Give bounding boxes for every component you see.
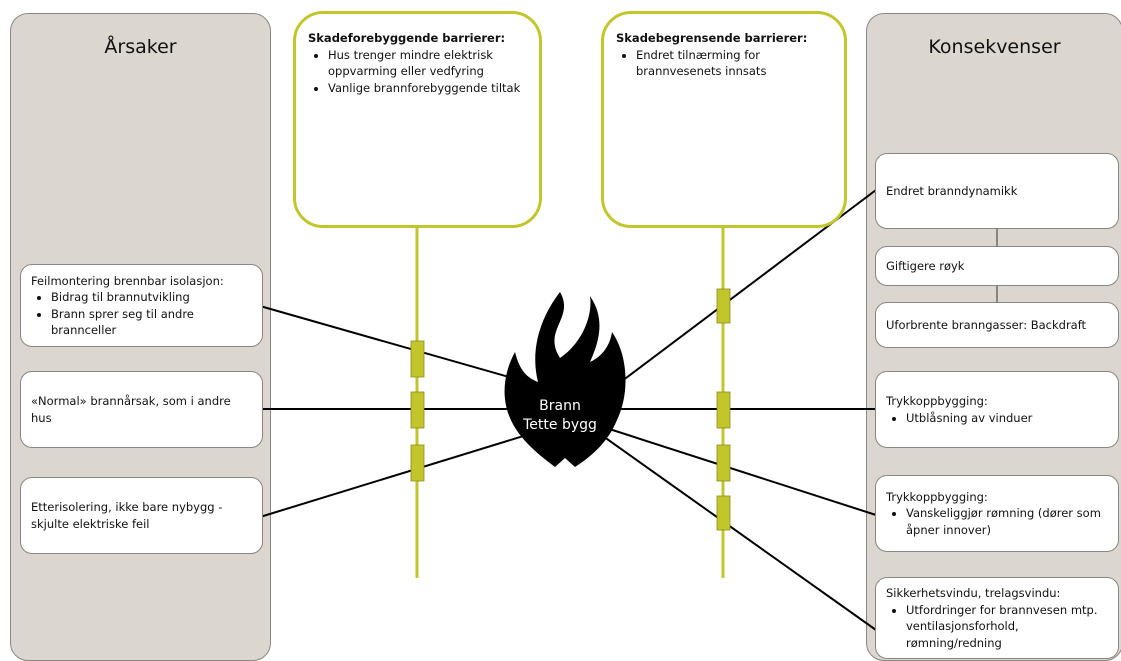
cause-bullet: Bidrag til brannutvikling xyxy=(51,289,252,306)
preventive-barrier-box: Skadeforebyggende barrierer: Hus trenger… xyxy=(293,11,542,228)
mitigating-barrier-title: Skadebegrensende barrierer xyxy=(616,31,803,45)
preventive-barrier-item: Hus trenger mindre elektrisk oppvarming … xyxy=(328,47,525,80)
consequence-box-2: Giftigere røyk xyxy=(875,246,1119,286)
top-event-line2: Tette bygg xyxy=(523,417,597,433)
mitigating-barrier-box: Skadebegrensende barrierer: Endret tilnæ… xyxy=(601,11,847,228)
top-event-line1: Brann xyxy=(539,398,581,414)
consequence-line-3 xyxy=(599,425,877,516)
consequence-lead: Sikkerhetsvindu, trelagsvindu: xyxy=(886,586,1061,600)
cause-lead: Etterisolering, ikke bare nybygg -skjult… xyxy=(31,500,223,531)
cause-box-3: Etterisolering, ikke bare nybygg -skjult… xyxy=(20,477,263,554)
cause-lead: Feilmontering brennbar isolasjon: xyxy=(31,273,224,288)
preventive-barrier-item: Vanlige brannforebyggende tiltak xyxy=(328,80,525,97)
cause-line-3 xyxy=(259,433,531,518)
barrier-block xyxy=(716,288,731,324)
mitigating-barrier-item: Endret tilnærming for brannvesenets inns… xyxy=(636,47,830,80)
barrier-block xyxy=(716,495,731,531)
fire-icon xyxy=(504,292,626,467)
barrier-block xyxy=(410,444,425,482)
consequence-lead: Endret branndynamikk xyxy=(886,183,1018,198)
preventive-barrier-list: Hus trenger mindre elektrisk oppvarming … xyxy=(308,47,525,97)
cause-bullets: Bidrag til brannutvikling Brann sprer se… xyxy=(31,289,252,339)
consequence-bullets: Utfordringer for brannvesen mtp. ventila… xyxy=(886,602,1108,652)
barrier-block xyxy=(716,444,731,482)
mitigating-barrier-list: Endret tilnærming for brannvesenets inns… xyxy=(616,47,830,80)
consequence-box-3: Uforbrente branngasser: Backdraft xyxy=(875,302,1119,348)
cause-line-1 xyxy=(259,305,531,384)
consequence-box-4: Trykkoppbygging: Utblåsning av vinduer xyxy=(875,371,1119,448)
cause-box-1: Feilmontering brennbar isolasjon: Bidrag… xyxy=(20,264,263,347)
causes-title: Årsaker xyxy=(104,36,177,58)
consequence-lead: Giftigere røyk xyxy=(886,258,965,273)
consequence-lead: Trykkoppbygging: xyxy=(886,394,988,408)
consequence-bullet: Utfordringer for brannvesen mtp. ventila… xyxy=(906,602,1108,652)
barrier-block xyxy=(410,391,425,429)
consequence-bullet: Vanskeliggjør rømning (dører som åpner i… xyxy=(906,505,1108,538)
consequence-box-5: Trykkoppbygging: Vanskeliggjør rømning (… xyxy=(875,475,1119,552)
consequence-bullets: Utblåsning av vinduer xyxy=(886,410,1108,427)
consequence-bullet: Utblåsning av vinduer xyxy=(906,410,1108,427)
consequence-box-6: Sikkerhetsvindu, trelagsvindu: Utfordrin… xyxy=(875,577,1119,659)
barrier-block xyxy=(716,391,731,429)
consequence-line-4 xyxy=(599,433,877,631)
consequence-bullets: Vanskeliggjør rømning (dører som åpner i… xyxy=(886,505,1108,538)
cause-bullet: Brann sprer seg til andre brannceller xyxy=(51,306,252,339)
preventive-barrier-title: Skadeforebyggende barrierer xyxy=(308,31,501,45)
consequence-lead: Uforbrente branngasser: Backdraft xyxy=(886,317,1087,332)
barrier-block xyxy=(410,340,425,378)
consequences-title: Konsekvenser xyxy=(928,36,1061,58)
top-event-label: Brann Tette bygg xyxy=(520,397,600,435)
cause-lead: «Normal» brannårsak, som i andre hus xyxy=(31,394,231,425)
consequence-lead: Trykkoppbygging: xyxy=(886,489,988,504)
cause-box-2: «Normal» brannårsak, som i andre hus xyxy=(20,371,263,448)
consequence-box-1: Endret branndynamikk xyxy=(875,153,1119,229)
